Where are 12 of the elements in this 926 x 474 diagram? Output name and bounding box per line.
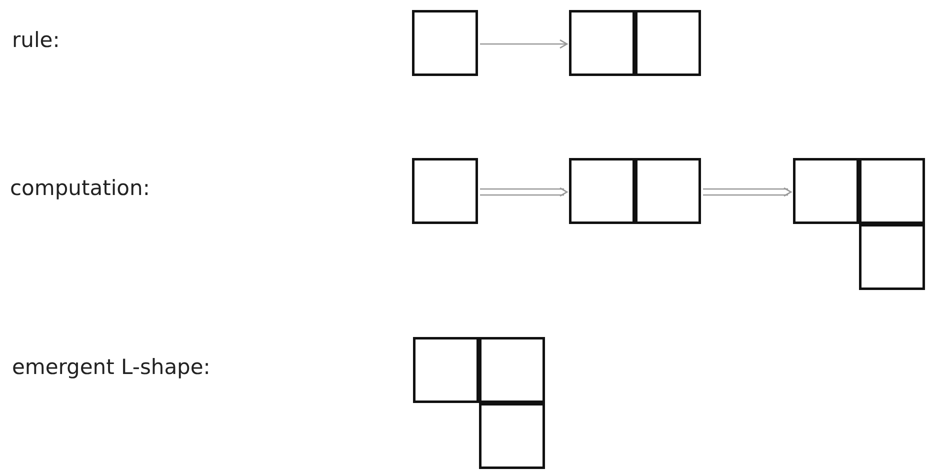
square-shape bbox=[412, 10, 478, 76]
arrow bbox=[479, 187, 568, 197]
square-shape bbox=[412, 158, 478, 224]
l-shape bbox=[793, 158, 925, 290]
arrow bbox=[480, 39, 568, 49]
domino-shape bbox=[569, 158, 701, 224]
l-shape bbox=[413, 337, 545, 469]
row-label: rule: bbox=[12, 28, 60, 52]
row-label: emergent L-shape: bbox=[12, 355, 210, 379]
arrow bbox=[702, 187, 792, 197]
row-label: computation: bbox=[10, 176, 150, 200]
domino-shape bbox=[569, 10, 701, 76]
